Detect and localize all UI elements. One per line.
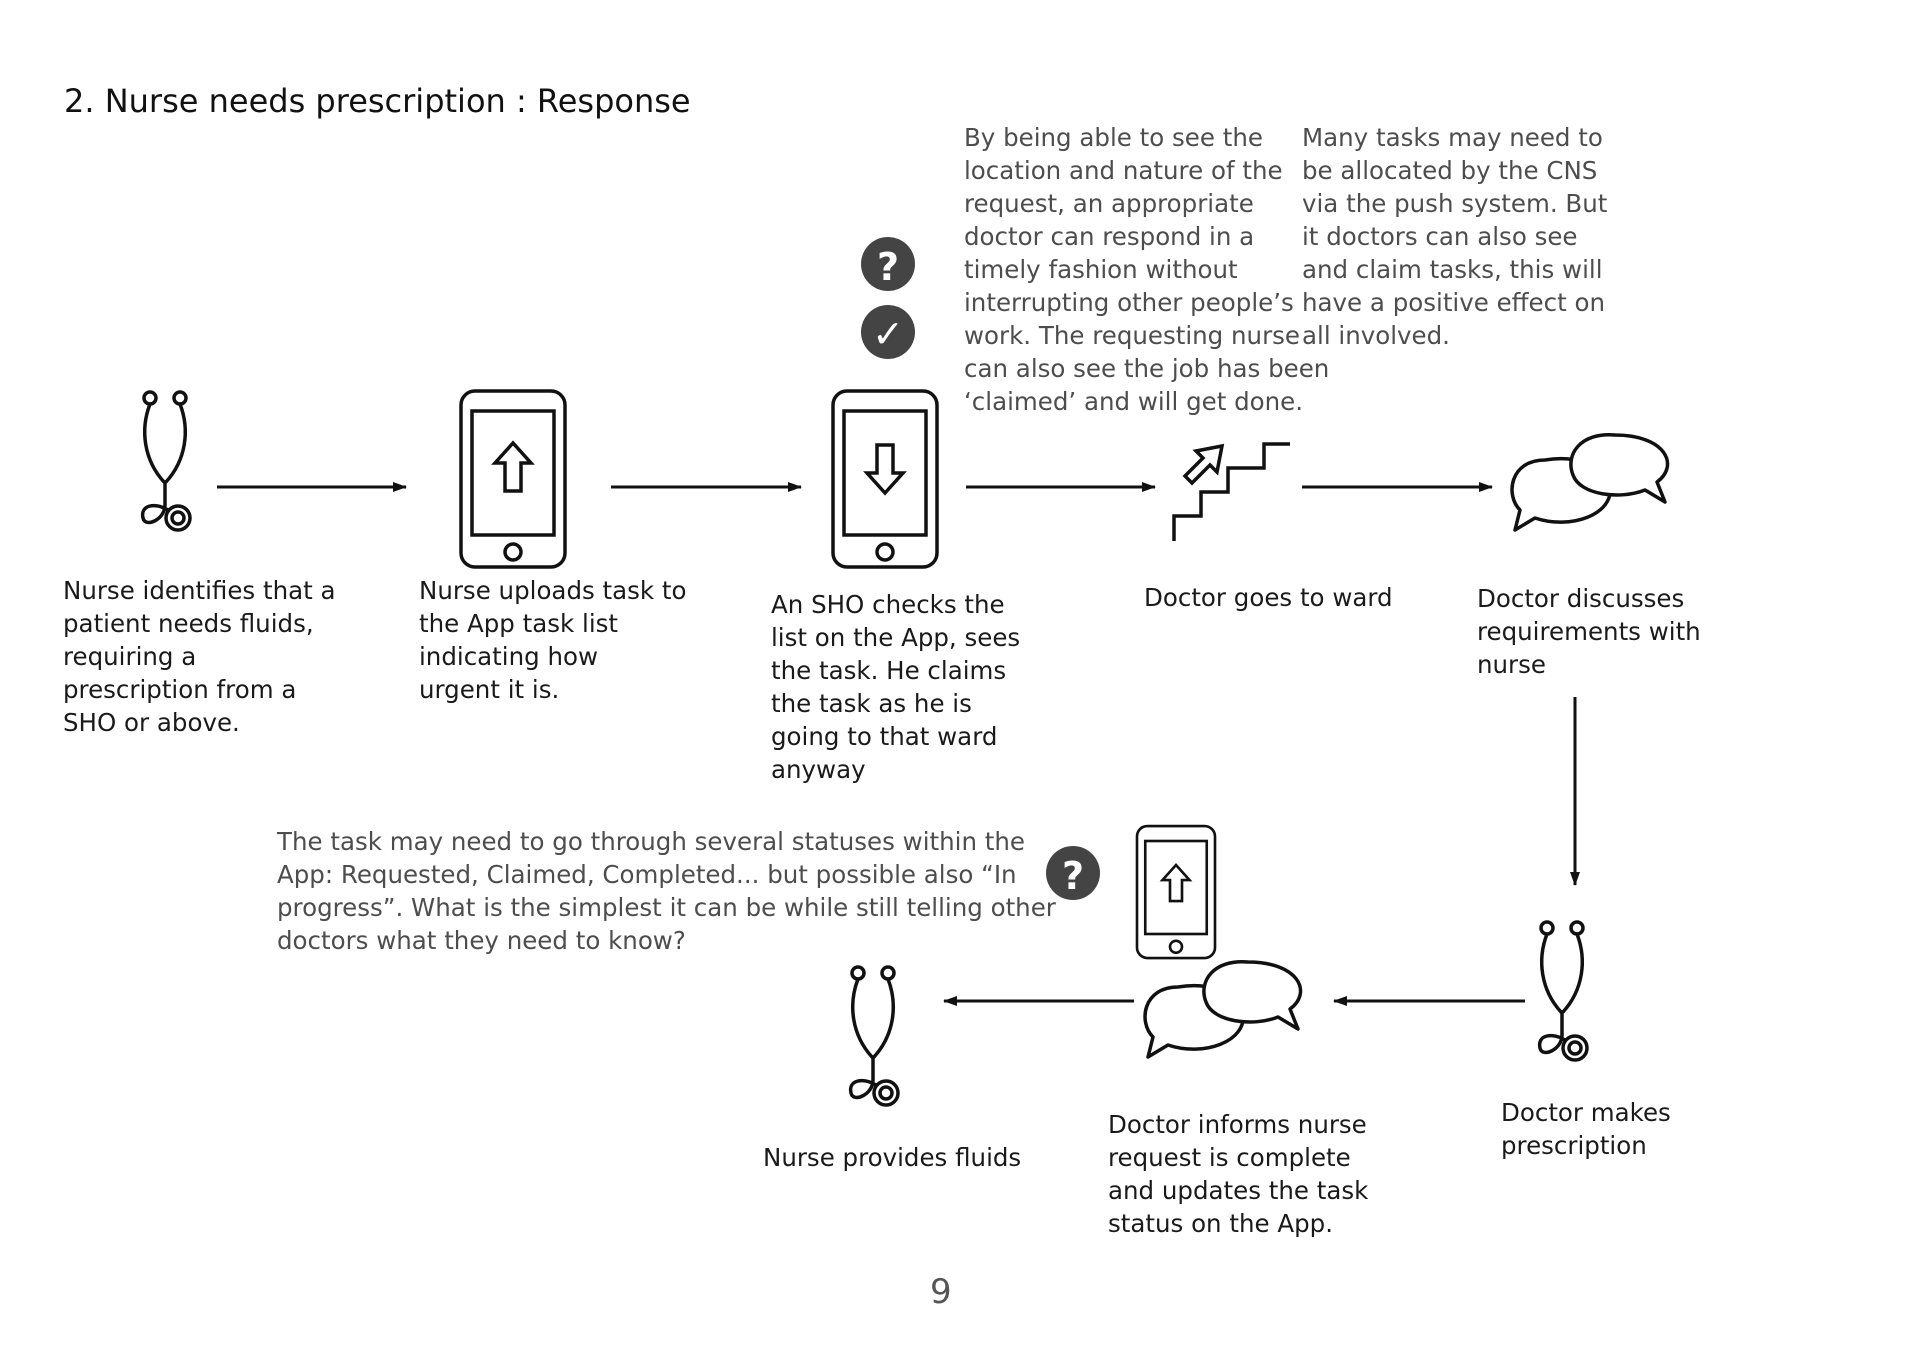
note-line: can also see the job has been: [964, 354, 1330, 383]
note-line: interrupting other people’s: [964, 288, 1294, 317]
caption-line: Doctor informs nurse: [1108, 1110, 1367, 1139]
note-line: location and nature of the: [964, 156, 1283, 185]
svg-text:✓: ✓: [872, 312, 904, 356]
note-line: work. The requesting nurse: [964, 321, 1300, 350]
note-line: doctor can respond in a: [964, 222, 1255, 251]
caption-line: requiring a: [63, 642, 197, 671]
note-line: Many tasks may need to: [1302, 123, 1603, 152]
caption-line: urgent it is.: [419, 675, 560, 704]
stethoscope-icon: [848, 965, 900, 1107]
caption-line: the task. He claims: [771, 656, 1007, 685]
phone-upload-icon: [459, 389, 567, 569]
note-line: request, an appropriate: [964, 189, 1254, 218]
caption-line: Doctor goes to ward: [1144, 583, 1393, 612]
svg-text:?: ?: [877, 245, 899, 289]
note-location: By being able to see the location and na…: [964, 121, 1329, 418]
note-line: timely fashion without: [964, 255, 1238, 284]
caption-line: indicating how: [419, 642, 599, 671]
stethoscope-icon: [1537, 920, 1589, 1062]
step-nurse-identifies: Nurse identifies that a patient needs fl…: [63, 574, 336, 739]
caption-line: Doctor discusses: [1477, 584, 1685, 613]
caption-line: status on the App.: [1108, 1209, 1334, 1238]
phone-download-icon: [831, 389, 939, 569]
note-line: The task may need to go through several …: [277, 827, 1025, 856]
question-icon: ?: [1046, 846, 1100, 900]
note-line: App: Requested, Claimed, Completed... bu…: [277, 860, 1017, 889]
caption-line: SHO or above.: [63, 708, 240, 737]
caption-line: Doctor makes: [1501, 1098, 1671, 1127]
caption-line: nurse: [1477, 650, 1546, 679]
note-line: By being able to see the: [964, 123, 1263, 152]
note-statuses: The task may need to go through several …: [277, 825, 1056, 957]
caption-line: the App task list: [419, 609, 618, 638]
caption-line: list on the App, sees: [771, 623, 1021, 652]
caption-line: going to that ward: [771, 722, 998, 751]
caption-line: prescription: [1501, 1131, 1647, 1160]
note-line: progress”. What is the simplest it can b…: [277, 893, 1056, 922]
question-icon: ?: [861, 237, 915, 291]
caption-line: Nurse uploads task to: [419, 576, 687, 605]
note-line: all involved.: [1302, 321, 1450, 350]
caption-line: anyway: [771, 755, 866, 784]
note-line: it doctors can also see: [1302, 222, 1578, 251]
speech-bubbles-icon: [1510, 432, 1670, 532]
note-line: and claim tasks, this will: [1302, 255, 1603, 284]
caption-line: request is complete: [1108, 1143, 1351, 1172]
caption-line: and updates the task: [1108, 1176, 1369, 1205]
note-line: ‘claimed’ and will get done.: [964, 387, 1304, 416]
step-doctor-informs: Doctor informs nurse request is complete…: [1108, 1108, 1368, 1240]
stairs-icon: [1172, 442, 1290, 541]
speech-bubbles-icon: [1143, 959, 1303, 1059]
page-number: 9: [930, 1272, 952, 1312]
step-doctor-goes: Doctor goes to ward: [1144, 581, 1393, 614]
step-doctor-discusses: Doctor discusses requirements with nurse: [1477, 582, 1701, 681]
note-line: doctors what they need to know?: [277, 926, 686, 955]
caption-line: Nurse provides fluids: [763, 1143, 1022, 1172]
note-allocation: Many tasks may need to be allocated by t…: [1302, 121, 1607, 352]
caption-line: the task as he is: [771, 689, 972, 718]
phone-upload-icon: [1135, 824, 1217, 960]
svg-text:?: ?: [1062, 854, 1084, 898]
check-icon: ✓: [861, 305, 915, 359]
caption-line: patient needs fluids,: [63, 609, 314, 638]
note-line: via the push system. But: [1302, 189, 1608, 218]
caption-line: An SHO checks the: [771, 590, 1005, 619]
step-doctor-makes: Doctor makes prescription: [1501, 1096, 1671, 1162]
note-line: be allocated by the CNS: [1302, 156, 1598, 185]
step-nurse-provides: Nurse provides fluids: [763, 1141, 1021, 1174]
step-nurse-uploads: Nurse uploads task to the App task list …: [419, 574, 687, 706]
caption-line: Nurse identifies that a: [63, 576, 336, 605]
stethoscope-icon: [140, 390, 192, 532]
step-sho-checks: An SHO checks the list on the App, sees …: [771, 588, 1020, 786]
flow-arrows: [217, 482, 1580, 1006]
caption-line: requirements with: [1477, 617, 1701, 646]
note-line: have a positive effect on: [1302, 288, 1605, 317]
caption-line: prescription from a: [63, 675, 297, 704]
page-title: 2. Nurse needs prescription : Response: [64, 82, 691, 120]
